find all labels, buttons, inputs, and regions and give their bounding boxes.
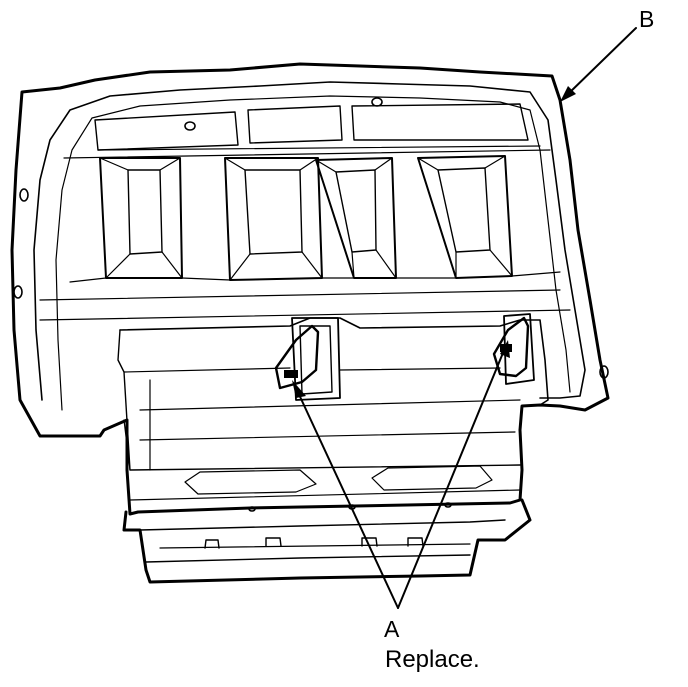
arrowhead-a-right <box>500 340 510 358</box>
lower-box <box>119 317 549 406</box>
top-rib <box>94 111 239 151</box>
callout-b-label: B <box>639 6 655 32</box>
arrowhead-b <box>560 86 576 102</box>
recess-pocket-2 <box>224 157 323 281</box>
mount-hole <box>13 285 23 299</box>
arrowhead-a-left <box>292 380 306 398</box>
mount-hole <box>248 506 256 512</box>
skirt-notches <box>204 537 424 549</box>
recess-pocket-1 <box>99 157 183 279</box>
panel-inner-rim-2 <box>55 95 571 411</box>
clip-a-left-tab <box>284 370 298 378</box>
panel-outline <box>10 62 610 516</box>
mount-hole <box>184 121 196 131</box>
mount-hole <box>444 502 452 508</box>
callout-a-note: Replace. <box>385 646 480 673</box>
mount-hole <box>371 97 383 107</box>
leader-a <box>292 340 510 609</box>
recess-pocket-4 <box>417 155 513 279</box>
mount-hole <box>599 365 609 379</box>
callout-a-label: A <box>384 616 400 642</box>
leader-b <box>560 27 637 102</box>
clip-a-right <box>492 316 530 378</box>
recess-pocket-3 <box>315 157 397 279</box>
front-skirt <box>122 498 532 584</box>
clip-housing-left <box>274 317 341 401</box>
clip-a-left <box>274 324 320 390</box>
clip-housing-right <box>492 313 535 385</box>
pocket-ledge <box>69 271 561 283</box>
panel-inner-rim <box>33 81 586 401</box>
mount-hole <box>19 188 29 202</box>
